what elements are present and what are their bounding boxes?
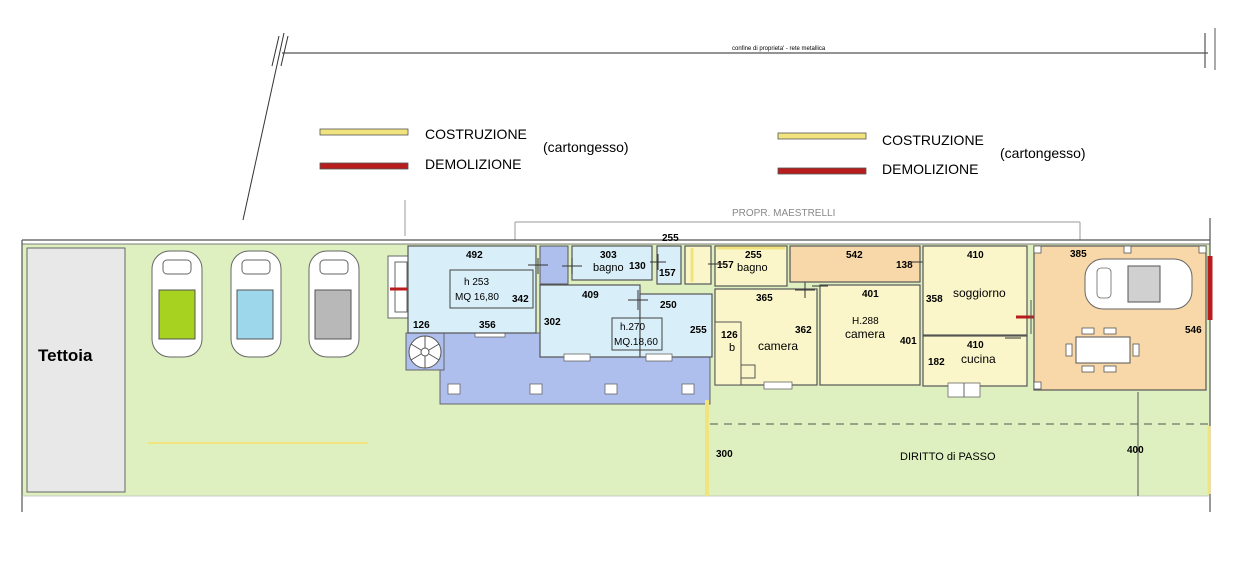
legend-label-costruzione: COSTRUZIONE: [425, 126, 527, 142]
boundary-note: confine di proprieta' - rete metallica: [732, 46, 826, 52]
room-157: 157 255: [650, 233, 712, 285]
neighbor-boundary: PROPR. MAESTRELLI: [404, 200, 1081, 240]
dim-409: 409: [582, 290, 599, 301]
dim-130: 130: [629, 261, 646, 272]
legend-swatch-costruzione: [319, 128, 409, 136]
dim-250: 250: [660, 300, 677, 311]
bagno2-label: bagno: [737, 262, 768, 274]
property-boundary: confine di proprieta' - rete metallica: [242, 28, 1216, 221]
legend: COSTRUZIONE (cartongesso) DEMOLIZIONE: [319, 126, 629, 172]
room-camera-2: 401 H.288 camera 401: [812, 284, 921, 386]
room1-height: h 253: [464, 277, 489, 288]
dim-138: 138: [896, 260, 913, 271]
legend-copy-swatch-costruzione: [777, 132, 867, 140]
dim-410-a: 410: [967, 250, 984, 261]
soggiorno-label: soggiorno: [953, 286, 1006, 300]
dim-401-a: 401: [862, 289, 879, 300]
dim-126-a: 126: [413, 320, 430, 331]
car-garage-icon: [1084, 258, 1193, 310]
dim-157-a: 157: [659, 268, 676, 279]
room1-area: MQ 16,80: [455, 292, 499, 303]
dim-126-b: 126: [721, 330, 738, 341]
room2-area: MQ.18,60: [614, 337, 658, 348]
legend-copy-note-cartongesso: (cartongesso): [1000, 145, 1086, 161]
car-blue: [230, 250, 282, 358]
camera1-label: camera: [758, 339, 798, 353]
dim-365: 365: [756, 293, 773, 304]
camera2-height: H.288: [852, 316, 879, 327]
dim-385: 385: [1070, 249, 1087, 260]
car-grey: [308, 250, 360, 358]
corridor-block: [528, 245, 569, 285]
room-cucina: 410 cucina 182: [922, 335, 1028, 398]
car-green: [151, 250, 203, 358]
dim-356: 356: [479, 320, 496, 331]
room-bagno-1: 303 bagno 130: [562, 245, 653, 281]
dim-255-bagno: 255: [745, 250, 762, 261]
tettoia-label: Tettoia: [38, 346, 93, 365]
legend-copy-label-demolizione: DEMOLIZIONE: [882, 161, 978, 177]
dim-255-top: 255: [662, 233, 679, 244]
legend-copy-swatch-demolizione: [777, 167, 867, 175]
dim-255-mid: 255: [690, 325, 707, 336]
legend-note-cartongesso: (cartongesso): [543, 139, 629, 155]
camera2-label: camera: [845, 327, 885, 341]
legend-swatch-demolizione: [319, 162, 409, 170]
dim-342: 342: [512, 294, 529, 305]
diritto-label: DIRITTO di PASSO: [900, 451, 996, 463]
legend-copy-label-costruzione: COSTRUZIONE: [882, 132, 984, 148]
legend-label-demolizione: DEMOLIZIONE: [425, 156, 521, 172]
entrance-steps: [387, 255, 424, 319]
b-label: b: [729, 342, 735, 354]
dim-401-b: 401: [900, 336, 917, 347]
cucina-label: cucina: [961, 352, 996, 366]
dim-546: 546: [1185, 325, 1202, 336]
room-orange-top: 542 138: [789, 245, 930, 283]
room-soggiorno-left: h 253 MQ 16,80 492 342 126 356: [407, 245, 537, 334]
dim-303: 303: [600, 250, 617, 261]
dim-157-b: 157: [717, 260, 734, 271]
bagno1-label: bagno: [593, 262, 624, 274]
right-of-way: 300 400 DIRITTO di PASSO: [705, 392, 1211, 496]
room-camera-1: 365 362 126 b camera: [714, 282, 818, 390]
room-soggiorno: 410 358 soggiorno: [922, 245, 1046, 336]
dim-300: 300: [716, 449, 733, 460]
dim-302: 302: [544, 317, 561, 328]
room-blue-2: h.270 MQ.18,60 409 302 250 255: [539, 284, 713, 362]
room2-height: h.270: [620, 322, 645, 333]
room-garage: 385 546: [1033, 245, 1213, 391]
room-bagno-2: 255 bagno 157: [708, 245, 788, 287]
dim-358: 358: [926, 294, 943, 305]
dim-182: 182: [928, 357, 945, 368]
dim-362: 362: [795, 325, 812, 336]
dining-table-icon: [1065, 327, 1140, 373]
dim-492: 492: [466, 250, 483, 261]
dim-410-b: 410: [967, 340, 984, 351]
legend-copy: COSTRUZIONE (cartongesso) DEMOLIZIONE: [777, 132, 1086, 177]
neighbor-label: PROPR. MAESTRELLI: [732, 208, 835, 219]
tettoia: Tettoia: [26, 247, 126, 493]
dim-400: 400: [1127, 445, 1144, 456]
dim-542: 542: [846, 250, 863, 261]
